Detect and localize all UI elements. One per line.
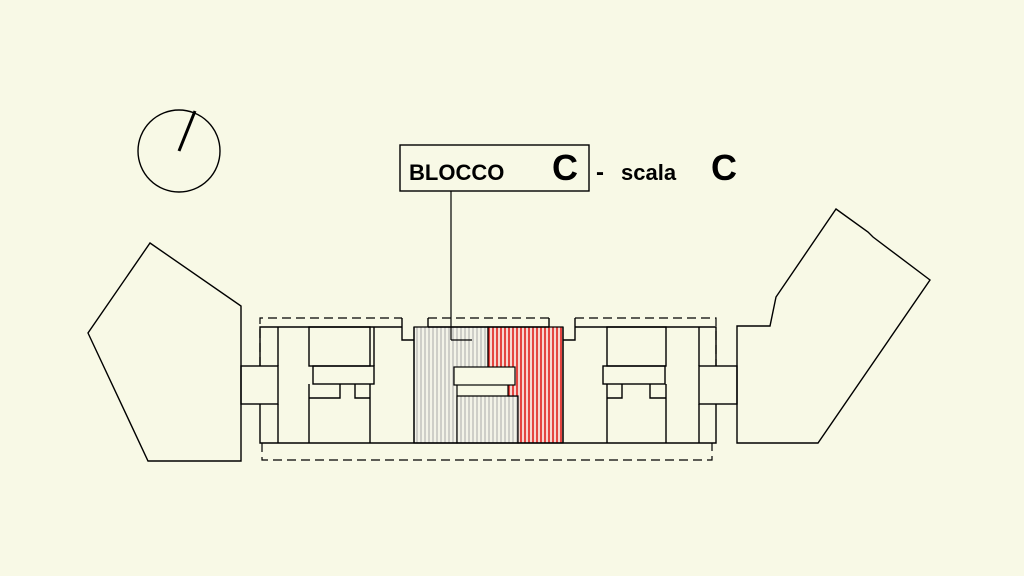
right-building: [736, 208, 931, 444]
main-block: [259, 326, 717, 444]
block-label-letter: C: [552, 147, 578, 188]
stair-core-c: [453, 366, 516, 386]
block-label-box: [399, 144, 590, 192]
scala-separator: -: [596, 159, 604, 186]
unit-grey-hatched-lower: [456, 395, 519, 444]
scala-letter: C: [711, 147, 737, 188]
scala-word: scala: [621, 160, 677, 185]
left-connector: [240, 365, 279, 405]
left-building: [87, 242, 242, 462]
block-label-prefix: BLOCCO: [409, 160, 504, 185]
north-arrow-icon: [137, 109, 221, 193]
right-connector: [698, 365, 738, 405]
